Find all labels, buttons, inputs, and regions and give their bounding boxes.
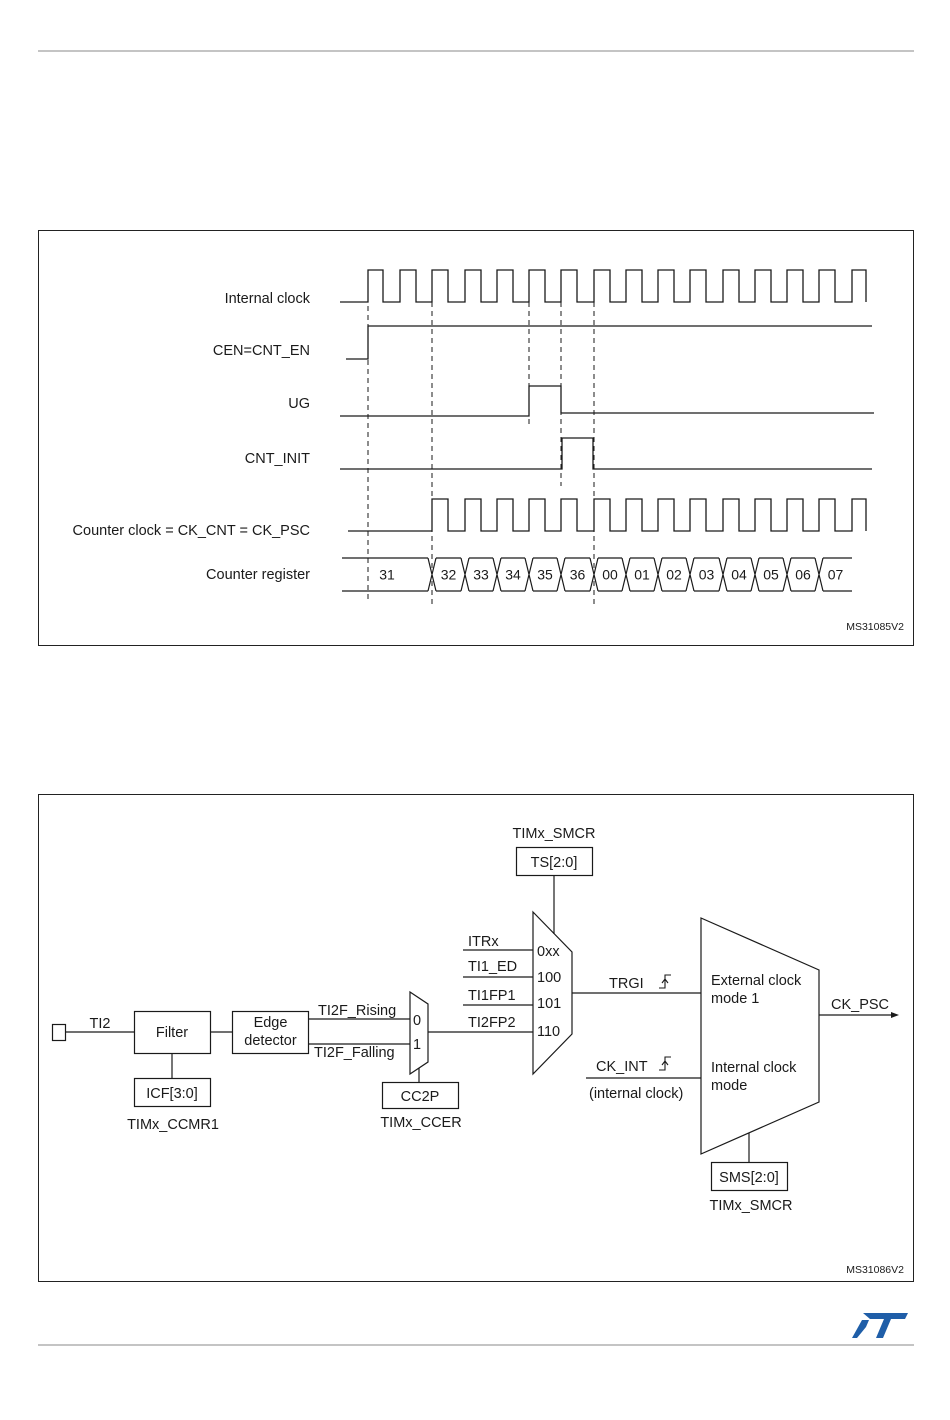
cc2p-label: CC2P xyxy=(401,1089,440,1105)
block-frame xyxy=(38,794,914,1282)
polarity-mux xyxy=(409,990,429,1076)
ccer-label: TIMx_CCER xyxy=(380,1115,461,1131)
icf-box xyxy=(133,1077,212,1108)
timing-diagram: Internal clock CEN=CNT_EN UG CNT_INIT Co… xyxy=(38,230,914,646)
register-value: 05 xyxy=(763,567,779,583)
ti2fp2-label: TI2FP2 xyxy=(468,1015,516,1031)
smcr-bottom-label: TIMx_SMCR xyxy=(710,1198,793,1214)
counter-clock-wave xyxy=(348,498,867,532)
sms-box xyxy=(710,1161,789,1192)
ts-label: TS[2:0] xyxy=(531,855,578,871)
code-100: 100 xyxy=(537,970,561,986)
label-cnt-init: CNT_INIT xyxy=(245,451,310,467)
ti2-label: TI2 xyxy=(90,1016,111,1032)
code-101: 101 xyxy=(537,996,561,1012)
edge-detector-label: Edge detector xyxy=(244,1015,297,1049)
ck-psc-label: CK_PSC xyxy=(831,997,889,1013)
code-110: 110 xyxy=(537,1024,560,1040)
ck-int-note: (internal clock) xyxy=(589,1086,683,1102)
st-logo-shape xyxy=(852,1313,908,1338)
register-value: 32 xyxy=(441,567,457,583)
register-value: 02 xyxy=(666,567,682,583)
st-logo xyxy=(852,1313,908,1338)
edge-detector-block xyxy=(231,1010,310,1055)
filter-block xyxy=(133,1010,212,1055)
register-value: 04 xyxy=(731,567,747,583)
icf-label: ICF[3:0] xyxy=(146,1086,198,1102)
internal-clock-wave xyxy=(340,269,867,303)
sms-label: SMS[2:0] xyxy=(719,1170,779,1186)
trgi-label: TRGI xyxy=(609,976,644,992)
counter-register-bus: 31 32 33 34 35 36 00 01 02 03 04 05 06 07 xyxy=(342,557,852,592)
ck-psc-arrow-icon xyxy=(891,1012,899,1018)
ck-int-rising-edge-icon xyxy=(659,1056,671,1071)
register-value: 34 xyxy=(505,567,521,583)
ti1fp1-label: TI1FP1 xyxy=(468,988,516,1004)
ck-int-label: CK_INT xyxy=(596,1059,648,1075)
register-value: 01 xyxy=(634,567,650,583)
block-figure-id: MS31086V2 xyxy=(846,1264,904,1276)
cen-wave xyxy=(346,325,872,360)
label-ug: UG xyxy=(288,396,310,412)
timing-figure-id: MS31085V2 xyxy=(846,621,904,633)
label-counter-register: Counter register xyxy=(206,567,310,583)
label-internal-clock: Internal clock xyxy=(225,291,311,307)
register-value: 33 xyxy=(473,567,489,583)
timing-frame xyxy=(38,230,914,646)
external-mode-label: External clock mode 1 xyxy=(711,973,802,1007)
internal-mode-label: Internal clock mode xyxy=(711,1060,797,1094)
cc2p-box xyxy=(381,1081,460,1110)
trgi-rising-edge-icon xyxy=(659,974,671,989)
timing-markers xyxy=(367,270,595,606)
rising-label: TI2F_Rising xyxy=(318,1003,396,1019)
cnt-init-wave xyxy=(340,437,872,470)
ti1ed-label: TI1_ED xyxy=(468,959,517,975)
mux-input-0: 0 xyxy=(413,1013,421,1029)
register-value: 03 xyxy=(699,567,715,583)
block-diagram: TI2 Filter ICF[3:0] TIMx_CCMR1 Edge dete… xyxy=(38,794,914,1282)
register-value: 06 xyxy=(795,567,811,583)
mux-input-1: 1 xyxy=(413,1037,421,1053)
code-0xx: 0xx xyxy=(537,944,560,960)
falling-label: TI2F_Falling xyxy=(314,1045,395,1061)
register-value: 07 xyxy=(828,567,844,583)
filter-label: Filter xyxy=(156,1025,188,1041)
label-counter-clock: Counter clock = CK_CNT = CK_PSC xyxy=(73,523,310,539)
register-value: 35 xyxy=(537,567,553,583)
ccmr1-label: TIMx_CCMR1 xyxy=(127,1117,219,1133)
ug-wave xyxy=(340,385,874,417)
label-cen: CEN=CNT_EN xyxy=(213,343,310,359)
itrx-label: ITRx xyxy=(468,934,499,950)
ts-box xyxy=(515,846,594,877)
ti2-pin xyxy=(51,1023,67,1042)
trigger-mux xyxy=(532,910,573,1076)
clock-mode-mux xyxy=(700,917,820,1155)
register-value: 31 xyxy=(379,567,395,583)
register-value: 36 xyxy=(570,567,586,583)
smcr-top-label: TIMx_SMCR xyxy=(513,826,596,842)
register-value: 00 xyxy=(602,567,618,583)
